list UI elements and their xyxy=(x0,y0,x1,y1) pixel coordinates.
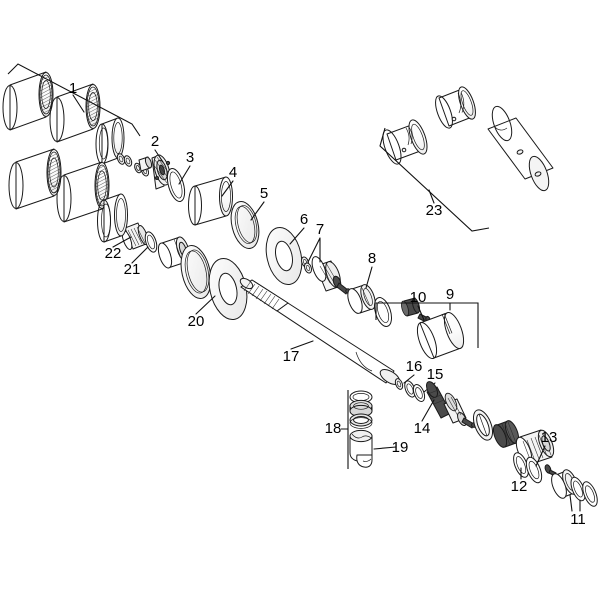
leader-8 xyxy=(365,266,373,289)
leader-17 xyxy=(290,340,314,350)
part-aerator-ring-c xyxy=(349,413,373,429)
callout-5: 5 xyxy=(260,185,268,202)
leader-5 xyxy=(250,201,265,221)
callout-20: 20 xyxy=(188,313,205,330)
part-bush-10: 10 xyxy=(401,289,431,324)
callout-11: 11 xyxy=(570,511,586,528)
leader-10 xyxy=(417,305,425,321)
callout-6: 6 xyxy=(300,211,308,228)
part-23c xyxy=(487,105,554,192)
callout-2: 2 xyxy=(151,133,159,150)
part-ring-2c xyxy=(97,193,128,243)
part-sleeve-1b xyxy=(49,83,101,143)
part-thermo-cartridge-14: 14 xyxy=(414,381,477,437)
callout-3: 3 xyxy=(186,149,194,166)
leader-20 xyxy=(195,295,216,315)
part-rings-11: 11 xyxy=(551,469,598,528)
part-escutcheon-20: 20 xyxy=(188,258,248,330)
part-cartridge-2: 2 xyxy=(138,133,172,190)
part-sleeve-2b xyxy=(56,161,110,223)
bracket-18 xyxy=(341,390,349,469)
leader-2 xyxy=(154,149,164,163)
part-aerator-housing-19: 19 xyxy=(349,429,409,468)
leader-4 xyxy=(221,180,234,197)
part-ring-a xyxy=(472,409,494,441)
leader-22 xyxy=(112,236,132,248)
callout-17: 17 xyxy=(283,348,300,365)
callout-9: 9 xyxy=(446,286,454,303)
part-oring-3: 3 xyxy=(166,149,194,202)
part-sleeve-2a xyxy=(8,148,62,210)
part-spout-17: 17 xyxy=(239,277,401,385)
callout-10: 10 xyxy=(410,289,427,306)
part-group-9-handle: 10 9 xyxy=(375,286,479,360)
leader-13 xyxy=(535,445,546,467)
part-aerator-ring-b xyxy=(349,399,373,418)
callout-4: 4 xyxy=(229,164,237,181)
leader-1 xyxy=(72,94,85,113)
callout-14: 14 xyxy=(414,420,431,437)
part-oring-12: 12 xyxy=(511,452,529,495)
part-oring-13: 13 xyxy=(525,429,558,484)
callout-18: 18 xyxy=(325,420,342,437)
callout-22: 22 xyxy=(105,245,122,262)
leader-21 xyxy=(131,246,149,264)
part-group-1-upper-sleeves: 1 xyxy=(2,63,141,165)
part-group-18-aerator: 19 18 xyxy=(325,390,409,469)
leader-19 xyxy=(373,446,397,450)
part-flange-washer-6: 6 xyxy=(265,211,308,286)
part-group-lower-sleeves xyxy=(8,148,128,243)
callout-13: 13 xyxy=(541,429,558,446)
callout-23: 23 xyxy=(426,202,443,219)
part-ring-stack-lower xyxy=(472,409,555,465)
part-valve-spindle-7: 7 xyxy=(307,221,351,295)
part-oring-after-8 xyxy=(373,297,393,327)
callout-15: 15 xyxy=(427,366,444,383)
part-knurled-stack xyxy=(515,429,555,465)
leader-3 xyxy=(178,165,191,185)
callout-16: 16 xyxy=(406,358,423,375)
callout-19: 19 xyxy=(392,439,409,456)
part-small-washers-7 xyxy=(301,256,312,274)
leader-11 xyxy=(569,494,581,512)
callout-21: 21 xyxy=(124,261,141,278)
callout-1: 1 xyxy=(69,80,77,97)
part-rings-15: 15 xyxy=(404,366,444,403)
part-ring-before-20 xyxy=(180,245,212,299)
part-group-23-handle-sleeves: 23 xyxy=(379,86,554,232)
part-handle-body-9 xyxy=(416,311,465,360)
part-23b xyxy=(435,86,476,129)
callout-7: 7 xyxy=(316,221,324,238)
part-sleeve-1a xyxy=(2,71,54,131)
leader-23 xyxy=(428,189,435,204)
bracket-1 xyxy=(7,63,141,137)
leader-14 xyxy=(421,399,435,422)
callout-8: 8 xyxy=(368,250,376,267)
part-washer-5: 5 xyxy=(230,185,268,249)
bracket-23 xyxy=(379,127,490,232)
leader-7 xyxy=(307,237,321,263)
leader-6 xyxy=(289,227,305,245)
part-cap-nut-8: 8 xyxy=(347,250,376,314)
callout-12: 12 xyxy=(511,478,528,495)
part-sleeve-4: 4 xyxy=(188,164,237,226)
part-ring-1c xyxy=(95,117,125,165)
bracket-9 xyxy=(375,302,479,348)
part-23a xyxy=(382,119,428,165)
part-washer-21: 21 xyxy=(124,231,158,278)
